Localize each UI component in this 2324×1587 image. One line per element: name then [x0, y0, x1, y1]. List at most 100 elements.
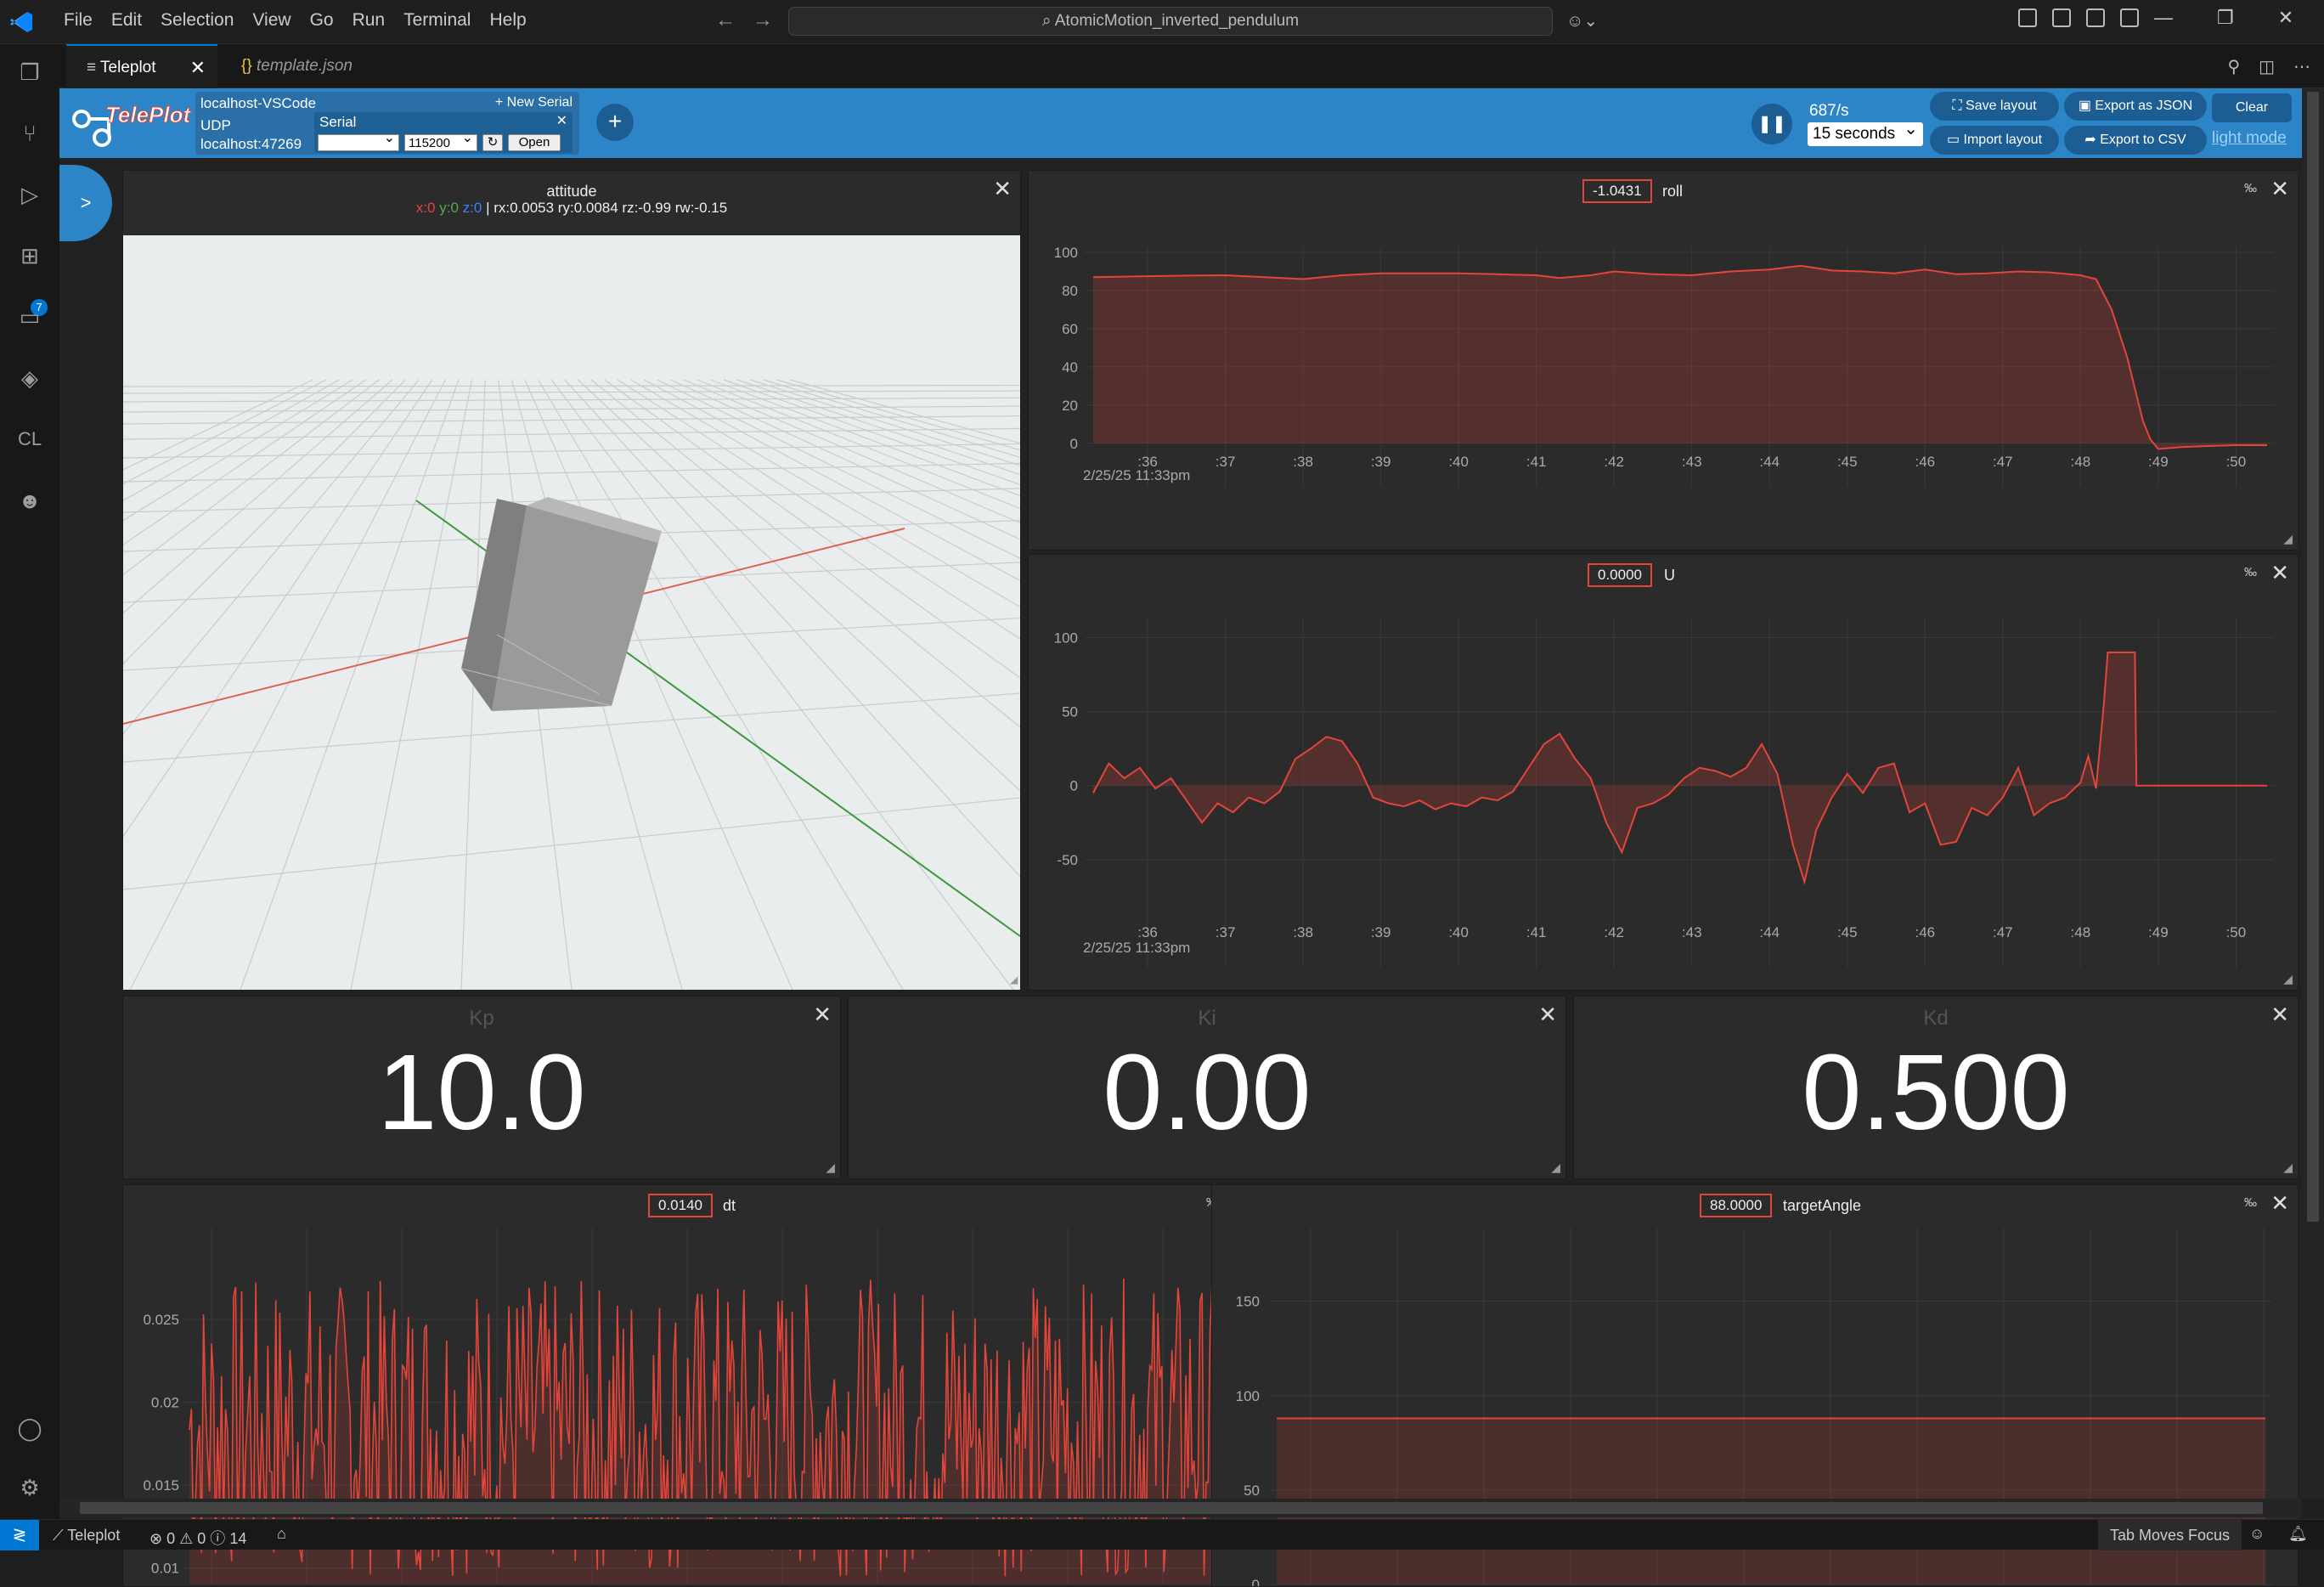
- resize-handle-icon[interactable]: ◢: [2283, 532, 2293, 545]
- teleplot-status-label: Teleplot: [67, 1527, 121, 1544]
- explorer-icon[interactable]: ❐: [20, 59, 40, 85]
- pause-button[interactable]: ❚❚: [1751, 104, 1792, 144]
- y-tick-label: 40: [1062, 359, 1078, 376]
- remote-explorer-icon[interactable]: ▭: [19, 304, 41, 330]
- restore-icon[interactable]: ❐: [2217, 7, 2234, 28]
- remote-indicator-icon[interactable]: ≷: [0, 1520, 39, 1550]
- menu-selection[interactable]: Selection: [161, 10, 234, 30]
- x-tick-label: :48: [2071, 454, 2091, 470]
- command-center-search[interactable]: ⌕ AtomicMotion_inverted_pendulum: [788, 7, 1553, 36]
- new-serial-button[interactable]: + New Serial: [494, 95, 573, 110]
- toggle-panel-icon[interactable]: [2086, 8, 2105, 27]
- clear-button[interactable]: Clear: [2212, 93, 2292, 122]
- tab-moves-focus-status[interactable]: Tab Moves Focus: [2098, 1520, 2242, 1550]
- close-widget-icon[interactable]: ✕: [993, 176, 1012, 201]
- minimize-icon[interactable]: —: [2154, 7, 2173, 28]
- teleplot-header: TelePlot localhost-VSCode + New Serial U…: [59, 88, 2302, 158]
- problems-status-item[interactable]: ⊗ 0 ⚠ 0 ⓘ 14: [149, 1527, 246, 1549]
- side-panel-toggle[interactable]: >: [59, 165, 112, 241]
- permille-toggle[interactable]: ‰: [2244, 181, 2257, 195]
- close-widget-icon[interactable]: ✕: [1538, 1002, 1557, 1027]
- export-csv-button[interactable]: ➦ Export to CSV: [2064, 126, 2207, 155]
- teleplot-status-item[interactable]: ⟋ Teleplot: [53, 1527, 120, 1545]
- kp-value: 10.0: [377, 1032, 586, 1152]
- scrollbar-thumb[interactable]: [2307, 92, 2319, 1222]
- attitude-z: z:0: [462, 200, 482, 216]
- pin-icon[interactable]: ⚲: [2227, 58, 2241, 76]
- home-icon[interactable]: ⌂: [277, 1525, 286, 1542]
- close-widget-icon[interactable]: ✕: [813, 1002, 832, 1027]
- resize-handle-icon[interactable]: ◢: [2283, 1161, 2293, 1174]
- udp-address: localhost:47269: [200, 136, 302, 152]
- open-button[interactable]: Open: [508, 134, 561, 151]
- cl-icon[interactable]: CL: [17, 428, 42, 449]
- x-tick-label: :36: [1137, 924, 1158, 940]
- split-editor-icon[interactable]: ◫: [2259, 58, 2275, 76]
- resize-handle-icon[interactable]: ◢: [1551, 1161, 1560, 1174]
- close-tab-icon[interactable]: ✕: [189, 57, 206, 78]
- menu-edit[interactable]: Edit: [110, 10, 143, 30]
- menu-go[interactable]: Go: [309, 10, 334, 30]
- close-widget-icon[interactable]: ✕: [2270, 560, 2289, 585]
- close-widget-icon[interactable]: ✕: [2270, 176, 2289, 201]
- time-window-select[interactable]: 15 seconds: [1808, 117, 1923, 146]
- permille-toggle[interactable]: ‰: [2244, 1195, 2257, 1210]
- copilot-status-icon[interactable]: ☺: [2249, 1525, 2265, 1542]
- export-json-button[interactable]: ▣ Export as JSON: [2064, 92, 2207, 121]
- resize-handle-icon[interactable]: ◢: [2283, 972, 2293, 986]
- permille-toggle[interactable]: ‰: [2244, 565, 2257, 579]
- tab-teleplot[interactable]: ≡ Teleplot ✕: [66, 44, 217, 88]
- number-widget-kp: Kp 10.0 ✕ ◢: [122, 996, 841, 1179]
- activity-bar: ❐ ⑂ ▷ ⊞ 7 ▭ ◈ CL ☻ ◯ ⚙: [0, 44, 59, 1519]
- error-icon: ⊗: [149, 1530, 167, 1547]
- menu-run[interactable]: Run: [352, 10, 386, 30]
- refresh-icon[interactable]: ↻: [482, 134, 503, 151]
- vertical-scrollbar[interactable]: [2302, 88, 2324, 1499]
- menu-terminal[interactable]: Terminal: [403, 10, 471, 30]
- toggle-primary-sidebar-icon[interactable]: [2052, 8, 2071, 27]
- ki-value: 0.00: [1103, 1032, 1311, 1152]
- close-widget-icon[interactable]: ✕: [2270, 1002, 2289, 1027]
- tab-template-json[interactable]: {} template.json: [221, 44, 433, 88]
- notifications-bell-icon[interactable]: 🔔︎: [2288, 1525, 2308, 1542]
- attitude-3d-scene[interactable]: ◢: [123, 235, 1020, 990]
- close-widget-icon[interactable]: ✕: [2270, 1190, 2289, 1216]
- forward-arrow-icon[interactable]: →: [753, 8, 773, 31]
- close-serial-icon[interactable]: ✕: [556, 114, 567, 128]
- source-control-icon[interactable]: ⑂: [23, 121, 37, 146]
- scrollbar-thumb[interactable]: [80, 1502, 2263, 1514]
- y-tick-label: 80: [1062, 283, 1078, 299]
- menu-file[interactable]: File: [64, 10, 93, 30]
- light-mode-link[interactable]: light mode: [2212, 129, 2287, 147]
- resize-handle-icon[interactable]: ◢: [826, 1161, 835, 1174]
- baud-rate-select[interactable]: 115200: [404, 130, 477, 151]
- platformio-icon[interactable]: ☻: [18, 488, 42, 513]
- y-tick-label: 60: [1062, 321, 1078, 337]
- customize-layout-icon[interactable]: [2018, 8, 2037, 27]
- close-window-icon[interactable]: ✕: [2277, 7, 2294, 28]
- back-arrow-icon[interactable]: ←: [715, 8, 736, 31]
- accounts-icon[interactable]: ◯: [17, 1415, 42, 1441]
- import-layout-button[interactable]: ▭ Import layout: [1930, 126, 2059, 155]
- tab-label: Teleplot: [100, 59, 156, 76]
- toggle-secondary-sidebar-icon[interactable]: [2120, 8, 2139, 27]
- run-debug-icon[interactable]: ▷: [21, 182, 38, 207]
- menu-view[interactable]: View: [252, 10, 291, 30]
- serial-port-select[interactable]: [318, 130, 399, 151]
- settings-gear-icon[interactable]: ⚙: [20, 1475, 40, 1500]
- x-tick-label: :47: [1993, 454, 2013, 470]
- python-icon[interactable]: ◈: [21, 365, 38, 391]
- roll-plot[interactable]: 100806040200:36:37:38:39:40:41:42:43:44:…: [1029, 213, 2298, 550]
- copilot-icon[interactable]: ☺⌄: [1566, 12, 1599, 31]
- y-tick-label: 0: [1252, 1577, 1260, 1586]
- y-tick-label: 150: [1236, 1294, 1260, 1310]
- extensions-icon[interactable]: ⊞: [20, 243, 39, 268]
- more-actions-icon[interactable]: ⋯: [2293, 58, 2310, 76]
- menu-help[interactable]: Help: [489, 10, 527, 30]
- horizontal-scrollbar[interactable]: [59, 1499, 2302, 1517]
- x-tick-label: :49: [2148, 924, 2169, 940]
- save-layout-button[interactable]: ⛶ Save layout: [1930, 92, 2059, 121]
- add-connection-button[interactable]: +: [596, 104, 634, 141]
- u-plot[interactable]: 100500-50:36:37:38:39:40:41:42:43:44:45:…: [1029, 597, 2298, 990]
